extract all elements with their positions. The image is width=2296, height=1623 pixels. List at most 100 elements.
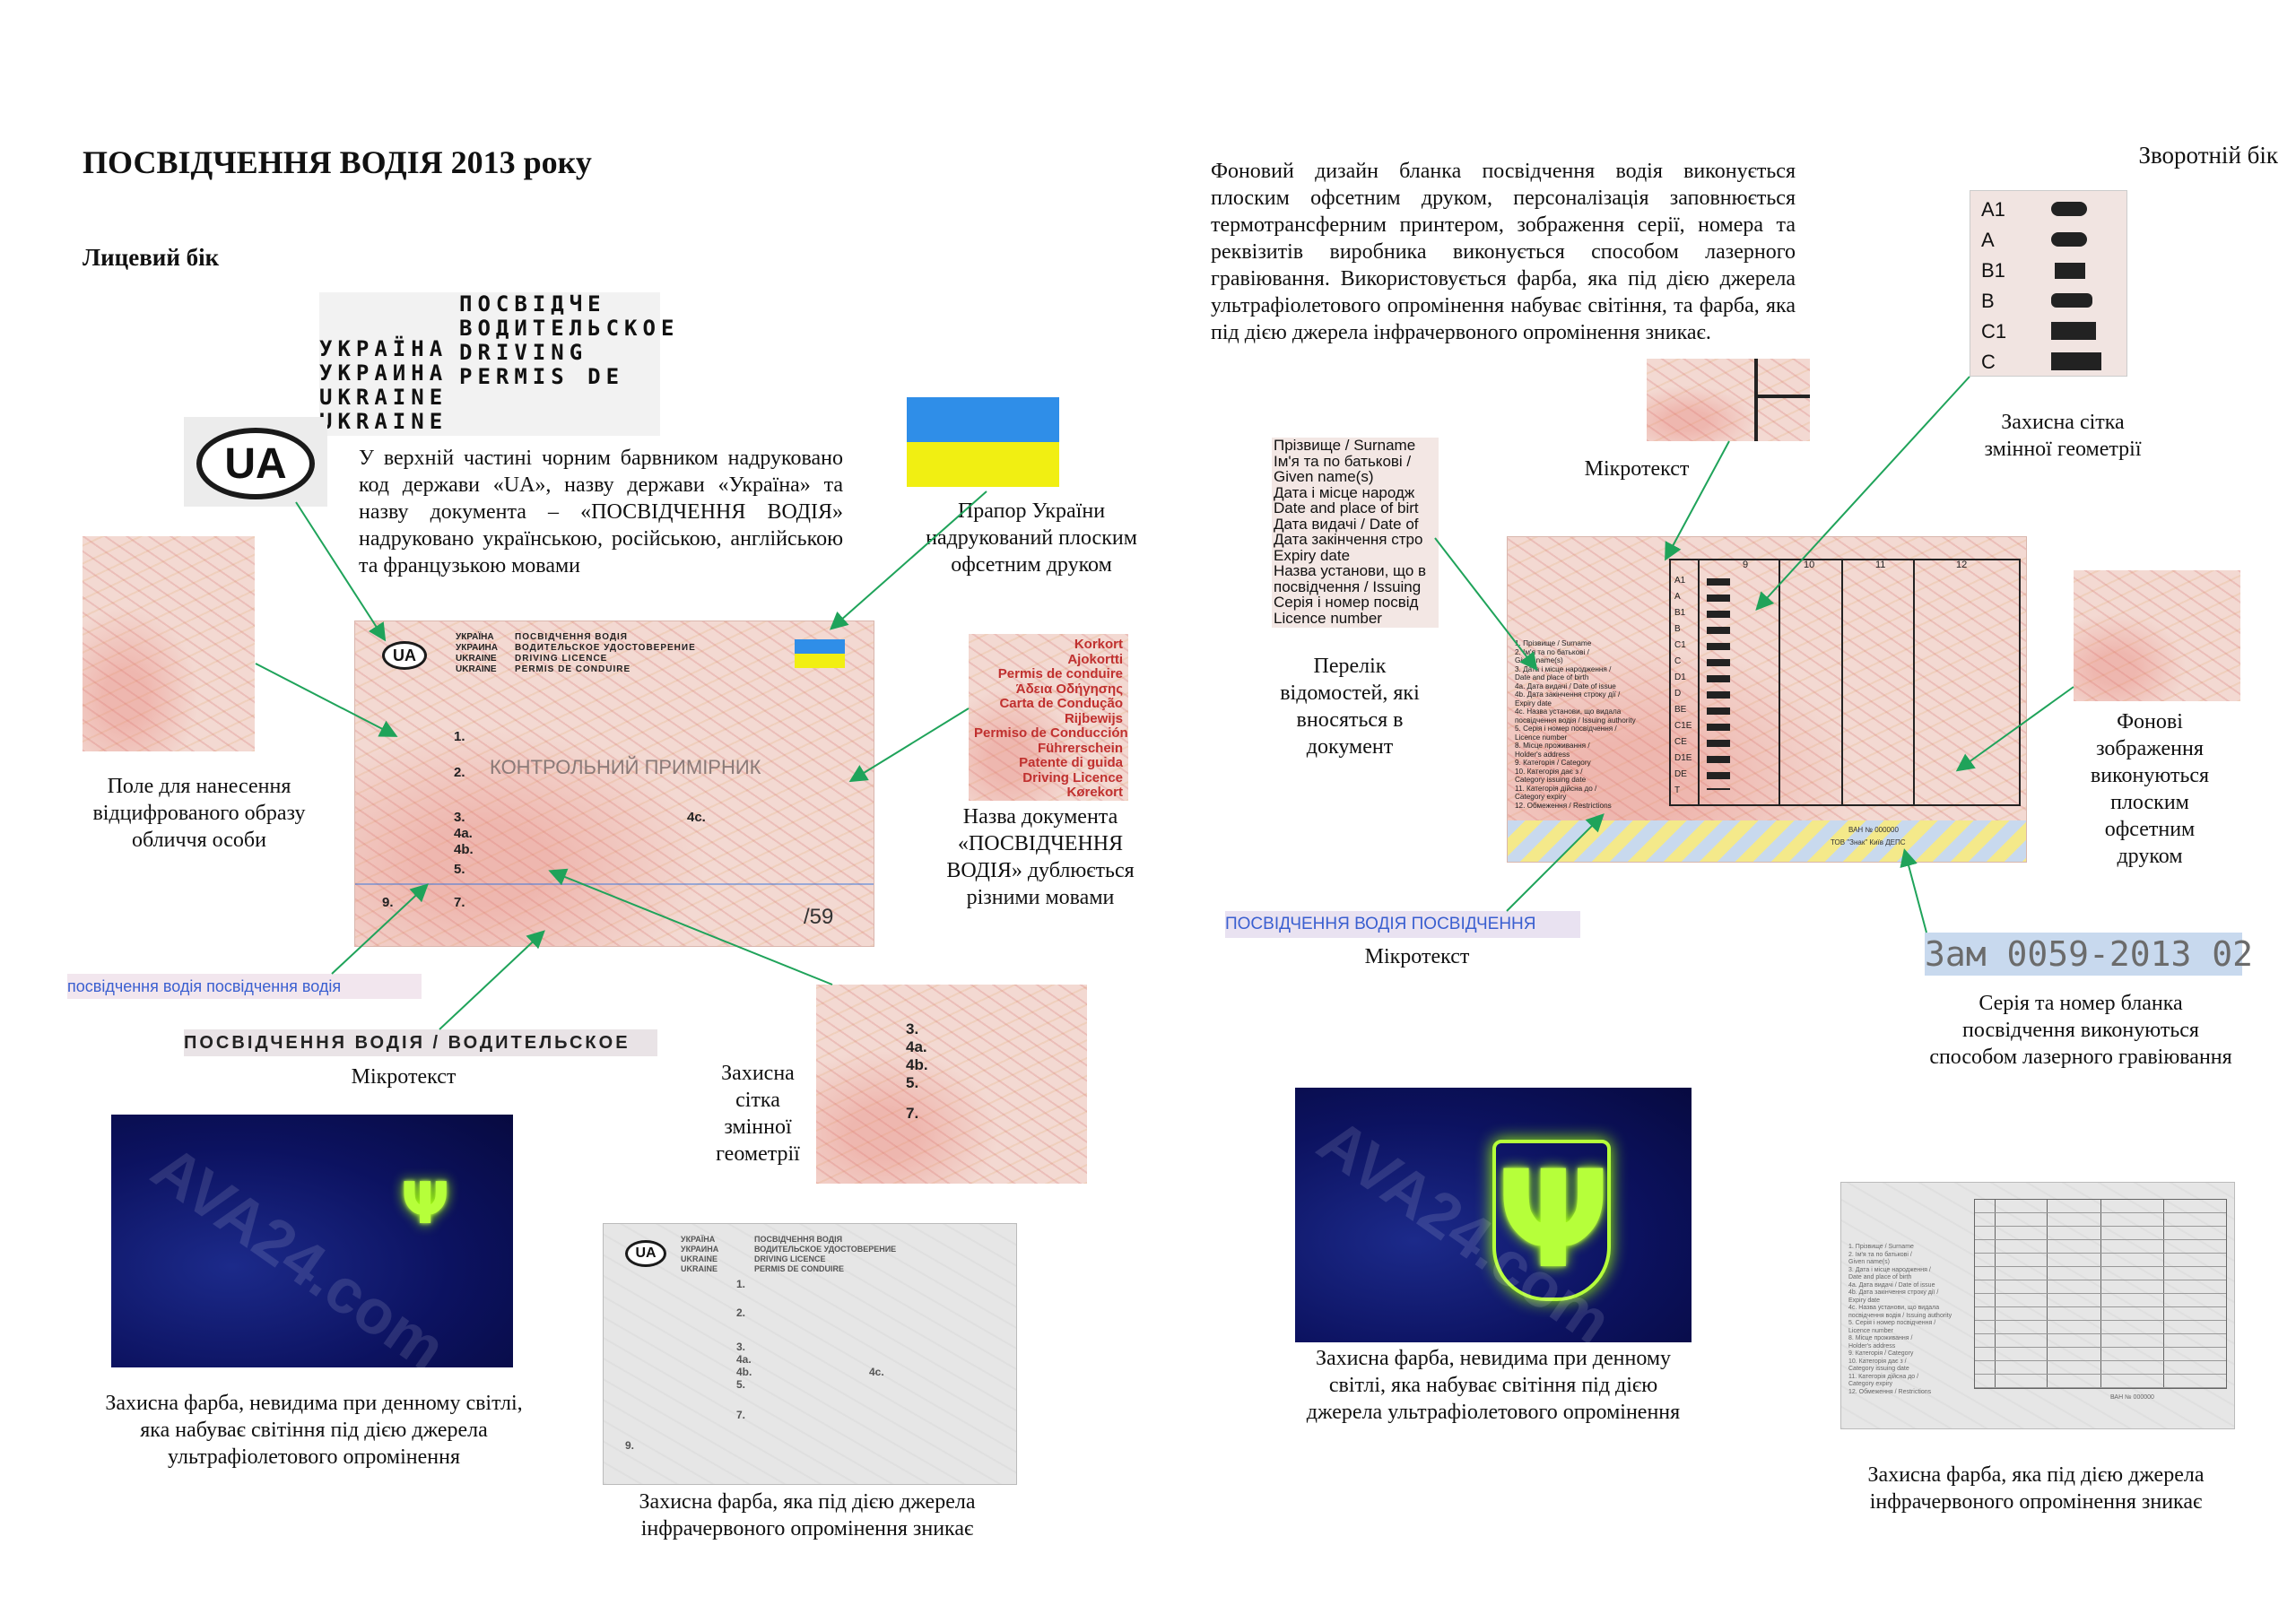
front-flag-blue [795,639,845,654]
quad-icon [2055,263,2085,279]
tryzub-icon-front: Ψ [400,1171,450,1237]
top-description: У верхній частині чорним барвником надру… [359,447,843,577]
header-zoom: УКРАЇНА УКРАИНА UKRAINE UKRAINE ПОСВІДЧЕ… [319,291,680,436]
arrow-back-microtext [1506,813,1605,912]
ir-front-image: UA УКРАЇНА УКРАИНА UKRAINE UKRAINE ПОСВІ… [603,1223,1017,1485]
table-categories: A1 A B1 B C1 C D1 D BE C1E CE D1E DE T [1674,576,1692,795]
ir-fields-3-5: 3. 4a. 4b. 5. [736,1341,752,1391]
grid-zoom-fields: 3. 4a. 4b. 5. [906,1020,928,1091]
categories-zoom: A1 A B1 B C1 C [1970,190,2127,377]
arrow-serial [1900,848,1927,933]
arrow-photo-field [255,663,398,737]
back-card-serial: ВАН № 000000 [1848,826,1899,834]
page-title: ПОСВІДЧЕННЯ ВОДІЯ 2013 року [83,144,592,180]
ir-back-fields: 1. Прізвище / Surname 2. Ім'я та по бать… [1848,1244,1952,1395]
ua-code-badge: UA [196,428,315,499]
arrow-fields [1434,537,1538,672]
ir-front-caption: Захисна фарба, яка під дією джерела інфр… [639,1490,976,1541]
grid-zoom-front: 3. 4a. 4b. 5. 7. [816,985,1087,1184]
microtext-caption-back: Мікротекст [1584,457,1690,481]
uv-back-caption: Захисна фарба, невидима при денному світ… [1306,1347,1681,1424]
flag-yellow [907,442,1059,487]
tryzub-icon-back: Ψ [1492,1140,1611,1301]
header-zoom-right: ПОСВІДЧЕ ВОДИТЕЛЬСКОЕ DRIVING PERMIS DE [459,291,680,389]
doc-name-caption: Назва документа «ПОСВІДЧЕННЯ ВОДІЯ» дубл… [946,805,1135,909]
fields-zoom-list: Прізвище / Surname Ім'я та по батькові /… [1274,437,1427,627]
front-ua-badge: UA [382,641,427,670]
front-fields-3-4b: 3. 4a. 4b. [454,810,474,857]
serial-caption: Серія та номер бланка посвідчення викону… [1929,992,2232,1069]
uv-back-image: Ψ AVA24.com [1295,1088,1692,1358]
arrow-ua [295,501,387,642]
light-truck-icon [2051,322,2096,340]
front-field-2: 2. [454,765,465,780]
fields-caption: Перелік відомостей, які вносяться в доку… [1280,655,1420,759]
background-caption: Фонові зображення виконуються плоским оф… [2090,710,2210,868]
arrow-microtext-back [1665,440,1730,561]
categories-zoom-list: A1 A B1 B C1 C [1981,198,2007,373]
front-doc-name: ПОСВІДЧЕННЯ ВОДІЯ ВОДИТЕЛЬСКОЕ УДОСТОВЕР… [515,632,696,674]
car-icon [2051,293,2092,308]
photo-field-zoom [83,536,255,751]
ir-front-country: УКРАЇНА УКРАИНА UKRAINE UKRAINE [681,1235,719,1273]
flag-caption: Прапор України надрукований плоским офсе… [926,499,1137,577]
ir-back-table [1974,1199,2227,1389]
ir-field-1: 1. [736,1278,746,1290]
arrow-flag [830,490,987,630]
uv-front-image: Ψ AVA24.com [111,1115,513,1384]
col-12: 12 [1956,560,1968,570]
serial-zoom: Зам 0059-2013 02 [1925,933,2254,976]
ir-back-image: 1. Прізвище / Surname 2. Ім'я та по бать… [1840,1182,2235,1429]
uv-front-caption: Захисна фарба, невидима при денному світ… [105,1392,523,1469]
col-9: 9 [1743,560,1749,570]
table-vline-1 [1698,560,1700,804]
ua-code-zoom: UA [184,417,327,507]
ir-front-ua-badge: UA [625,1240,666,1267]
front-field-4c: 4c. [687,810,706,825]
ir-back-caption: Захисна фарба, яка під дією джерела інфр… [1867,1463,2205,1514]
motorbike-icon [2051,202,2087,216]
front-field-5: 5. [454,862,465,877]
background-zoom [2074,570,2240,701]
back-heading: Зворотній бік [2138,142,2278,169]
col-10: 10 [1804,560,1815,570]
arrow-background [1955,686,2074,772]
front-microtext-line [355,883,874,885]
front-field-1: 1. [454,729,465,744]
front-card-number: /59 [804,905,834,929]
zoom-line-h [1754,395,1810,398]
microtext-zoom-back [1647,359,1810,441]
front-card: UA УКРАЇНА УКРАИНА UKRAINE UKRAINE ПОСВІ… [354,621,874,947]
grid-caption-front: Захисна сітка змінної геометрії [716,1062,800,1166]
motorcycle-icon [2051,232,2087,247]
ir-field-9: 9. [625,1439,635,1452]
front-heading: Лицевий бік [83,244,220,271]
front-country: УКРАЇНА УКРАИНА UKRAINE UKRAINE [456,632,498,674]
ir-back-serial: ВАН № 000000 [2110,1394,2154,1401]
flag-blue [907,397,1059,442]
col-11: 11 [1875,560,1886,570]
arrow-microtext-a [331,883,429,975]
table-vline-4 [1913,560,1915,804]
front-field-7: 7. [454,895,465,910]
ir-field-7: 7. [736,1409,746,1421]
zoom-line-v [1754,359,1758,441]
truck-icon [2051,352,2101,370]
fields-zoom: Прізвище / Surname Ім'я та по батькові /… [1272,438,1439,628]
front-field-9: 9. [382,895,394,910]
ir-field-2: 2. [736,1306,746,1319]
arrow-grid-front [548,868,833,985]
ir-field-4c: 4c. [869,1366,884,1378]
header-zoom-left: УКРАЇНА УКРАИНА UKRAINE UKRAINE [319,336,448,434]
flag-zoom [907,397,1059,487]
table-vline-3 [1841,560,1843,804]
microtext-caption-back-2: Мікротекст [1364,945,1470,968]
ir-front-doc-name: ПОСВІДЧЕННЯ ВОДІЯ ВОДИТЕЛЬСКОЕ УДОСТОВЕР… [754,1235,897,1273]
microtext-caption-front: Мікротекст [351,1065,457,1089]
front-flag-yellow [795,654,845,668]
back-microtext-strip: ПОСВІДЧЕННЯ ВОДІЯ ПОСВІДЧЕННЯ [1225,911,1580,938]
microtext-strip-b: ПОСВІДЧЕННЯ ВОДІЯ / ВОДИТЕЛЬСКОЕ [184,1029,657,1056]
arrow-microtext-b [439,930,545,1030]
grid-caption-back: Захисна сітка змінної геометрії [1984,411,2142,461]
